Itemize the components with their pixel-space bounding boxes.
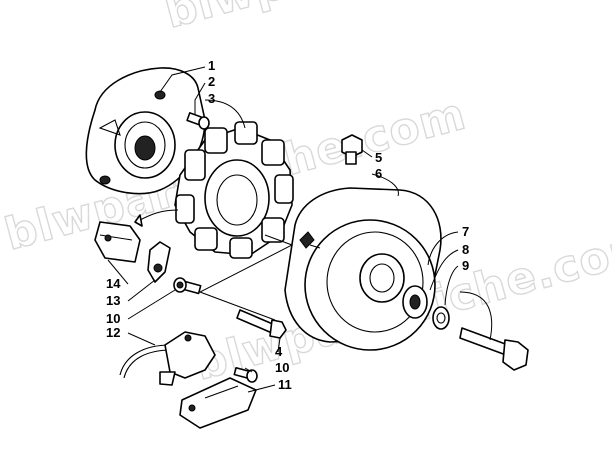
flywheel-bolt-long xyxy=(459,327,529,371)
callout-8: 8 xyxy=(462,242,469,257)
sensor-bracket xyxy=(179,377,257,429)
pickup-block xyxy=(94,221,141,263)
bracket xyxy=(147,241,171,283)
watermark-top: blwpartsfiche.com xyxy=(160,0,612,39)
assembly-guide-line xyxy=(198,234,294,321)
callout-4: 4 xyxy=(275,344,283,359)
screw-pickup xyxy=(173,277,202,295)
flywheel xyxy=(284,187,442,351)
callout-7: 7 xyxy=(462,224,469,239)
callout-5: 5 xyxy=(375,150,382,165)
callout-14: 14 xyxy=(106,276,121,291)
flywheel-bolt-small xyxy=(341,134,363,165)
washer xyxy=(402,285,428,319)
screw-small xyxy=(186,112,210,130)
callout-3: 3 xyxy=(208,91,215,106)
callout-labels: 1 2 3 5 6 7 8 9 4 10 11 12 14 13 10 xyxy=(106,58,469,392)
stator-coil xyxy=(134,121,294,259)
callout-13: 13 xyxy=(106,293,120,308)
leader-lines xyxy=(107,66,493,393)
callout-11: 11 xyxy=(278,377,292,392)
callout-9: 9 xyxy=(462,258,469,273)
callout-10-lower: 10 xyxy=(275,360,289,375)
callout-12: 12 xyxy=(106,325,120,340)
screw-sensor xyxy=(233,366,258,383)
harness-sensor xyxy=(119,331,216,386)
callout-6: 6 xyxy=(375,166,382,181)
callout-10-upper: 10 xyxy=(106,311,120,326)
callout-1: 1 xyxy=(208,58,215,73)
lock-washer xyxy=(432,306,450,330)
callout-2: 2 xyxy=(208,74,215,89)
long-bolt xyxy=(236,309,287,339)
